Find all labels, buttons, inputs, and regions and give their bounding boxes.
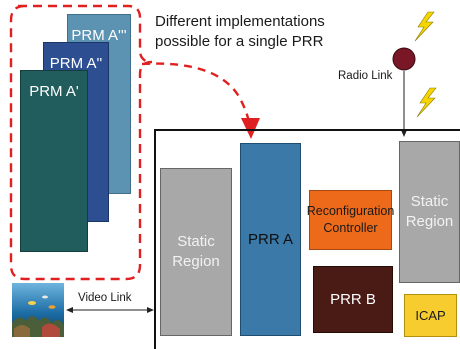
reconfiguration-controller-block: Reconfiguration Controller xyxy=(306,190,395,250)
icap-block: ICAP xyxy=(404,294,457,337)
radio-link-label: Radio Link xyxy=(338,70,393,82)
static-left-line-2: Region xyxy=(172,253,220,270)
radio-link-graphics xyxy=(392,11,437,137)
prm-card-label: PRM A'' xyxy=(49,55,103,72)
fpga-boundary xyxy=(154,129,460,349)
prm-card-label: PRM A' xyxy=(29,83,79,100)
underwater-image xyxy=(12,283,64,337)
static-left-line-1: Static xyxy=(177,233,215,250)
video-link-arrow xyxy=(66,307,154,313)
prr-a-label: PRR A xyxy=(247,231,293,248)
prr-b-label: PRR B xyxy=(330,291,376,308)
lightning-icon xyxy=(414,11,437,118)
static-region-right: Static Region xyxy=(399,141,460,283)
prr-b-block: PRR B xyxy=(313,266,393,333)
prm-group-outline xyxy=(9,4,260,281)
description-line-2: possible for a single PRR xyxy=(155,33,324,50)
prm-card-1: PRM A' xyxy=(20,70,88,252)
static-right-line-2: Region xyxy=(405,213,454,230)
video-link-label: Video Link xyxy=(78,292,132,304)
antenna-icon xyxy=(392,47,416,71)
static-region-left: Static Region xyxy=(160,168,232,336)
icap-label: ICAP xyxy=(415,308,446,323)
description-text: Different implementations possible for a… xyxy=(155,12,355,52)
prr-a-block: PRR A xyxy=(240,143,301,336)
static-right-line-1: Static xyxy=(410,193,449,210)
description-line-1: Different implementations xyxy=(155,13,325,30)
prm-card-label: PRM A''' xyxy=(71,27,127,44)
reconfig-line-1: Reconfiguration xyxy=(306,204,395,218)
reconfig-line-2: Controller xyxy=(323,221,378,235)
